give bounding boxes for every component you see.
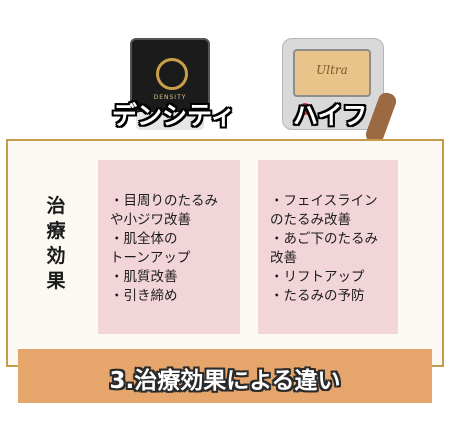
hifu-device-image: Ultra [282, 38, 402, 150]
device-screen-brand: DENSITY [153, 94, 187, 101]
densiti-effects-column: ・目周りのたるみ や小ジワ改善 ・肌全体の トーンアップ ・肌質改善 ・引き締め [98, 160, 240, 334]
device-logo: Ultra [316, 63, 348, 77]
effect-line: ・あご下のたるみ [270, 231, 378, 247]
hifu-effects-column: ・フェイスライン のたるみ改善 ・あご下のたるみ 改善 ・リフトアップ ・たるみ… [258, 160, 398, 334]
device-label-hifu: ハイフ [293, 101, 368, 130]
effect-line: ・リフトアップ [270, 269, 365, 285]
effect-line: ・たるみの予防 [270, 288, 365, 304]
effect-line: トーンアップ [110, 250, 191, 266]
section-title: 3.治療効果による違い [109, 368, 341, 394]
device-screen: DENSITY [130, 38, 210, 114]
effect-line: のたるみ改善 [270, 212, 351, 228]
section-title-banner: 3.治療効果による違い [18, 349, 432, 403]
effect-line: 改善 [270, 250, 297, 266]
effect-line: ・フェイスライン [270, 193, 378, 209]
device-panel: Ultra [293, 49, 371, 97]
device-label-densiti: デンシティ [112, 101, 236, 130]
red-knob-icon [299, 103, 311, 115]
ring-logo-icon [156, 58, 188, 90]
effect-line: ・目周りのたるみ [110, 193, 218, 209]
effect-line: ・肌質改善 [110, 269, 178, 285]
device-base [136, 112, 204, 130]
effect-line: や小ジワ改善 [110, 212, 191, 228]
effect-line: ・引き締め [110, 288, 178, 304]
device-body: Ultra [282, 38, 384, 130]
densiti-device-image: DENSITY [130, 38, 210, 130]
effect-line: ・肌全体の [110, 231, 178, 247]
category-label: 治療効果 [46, 195, 66, 292]
